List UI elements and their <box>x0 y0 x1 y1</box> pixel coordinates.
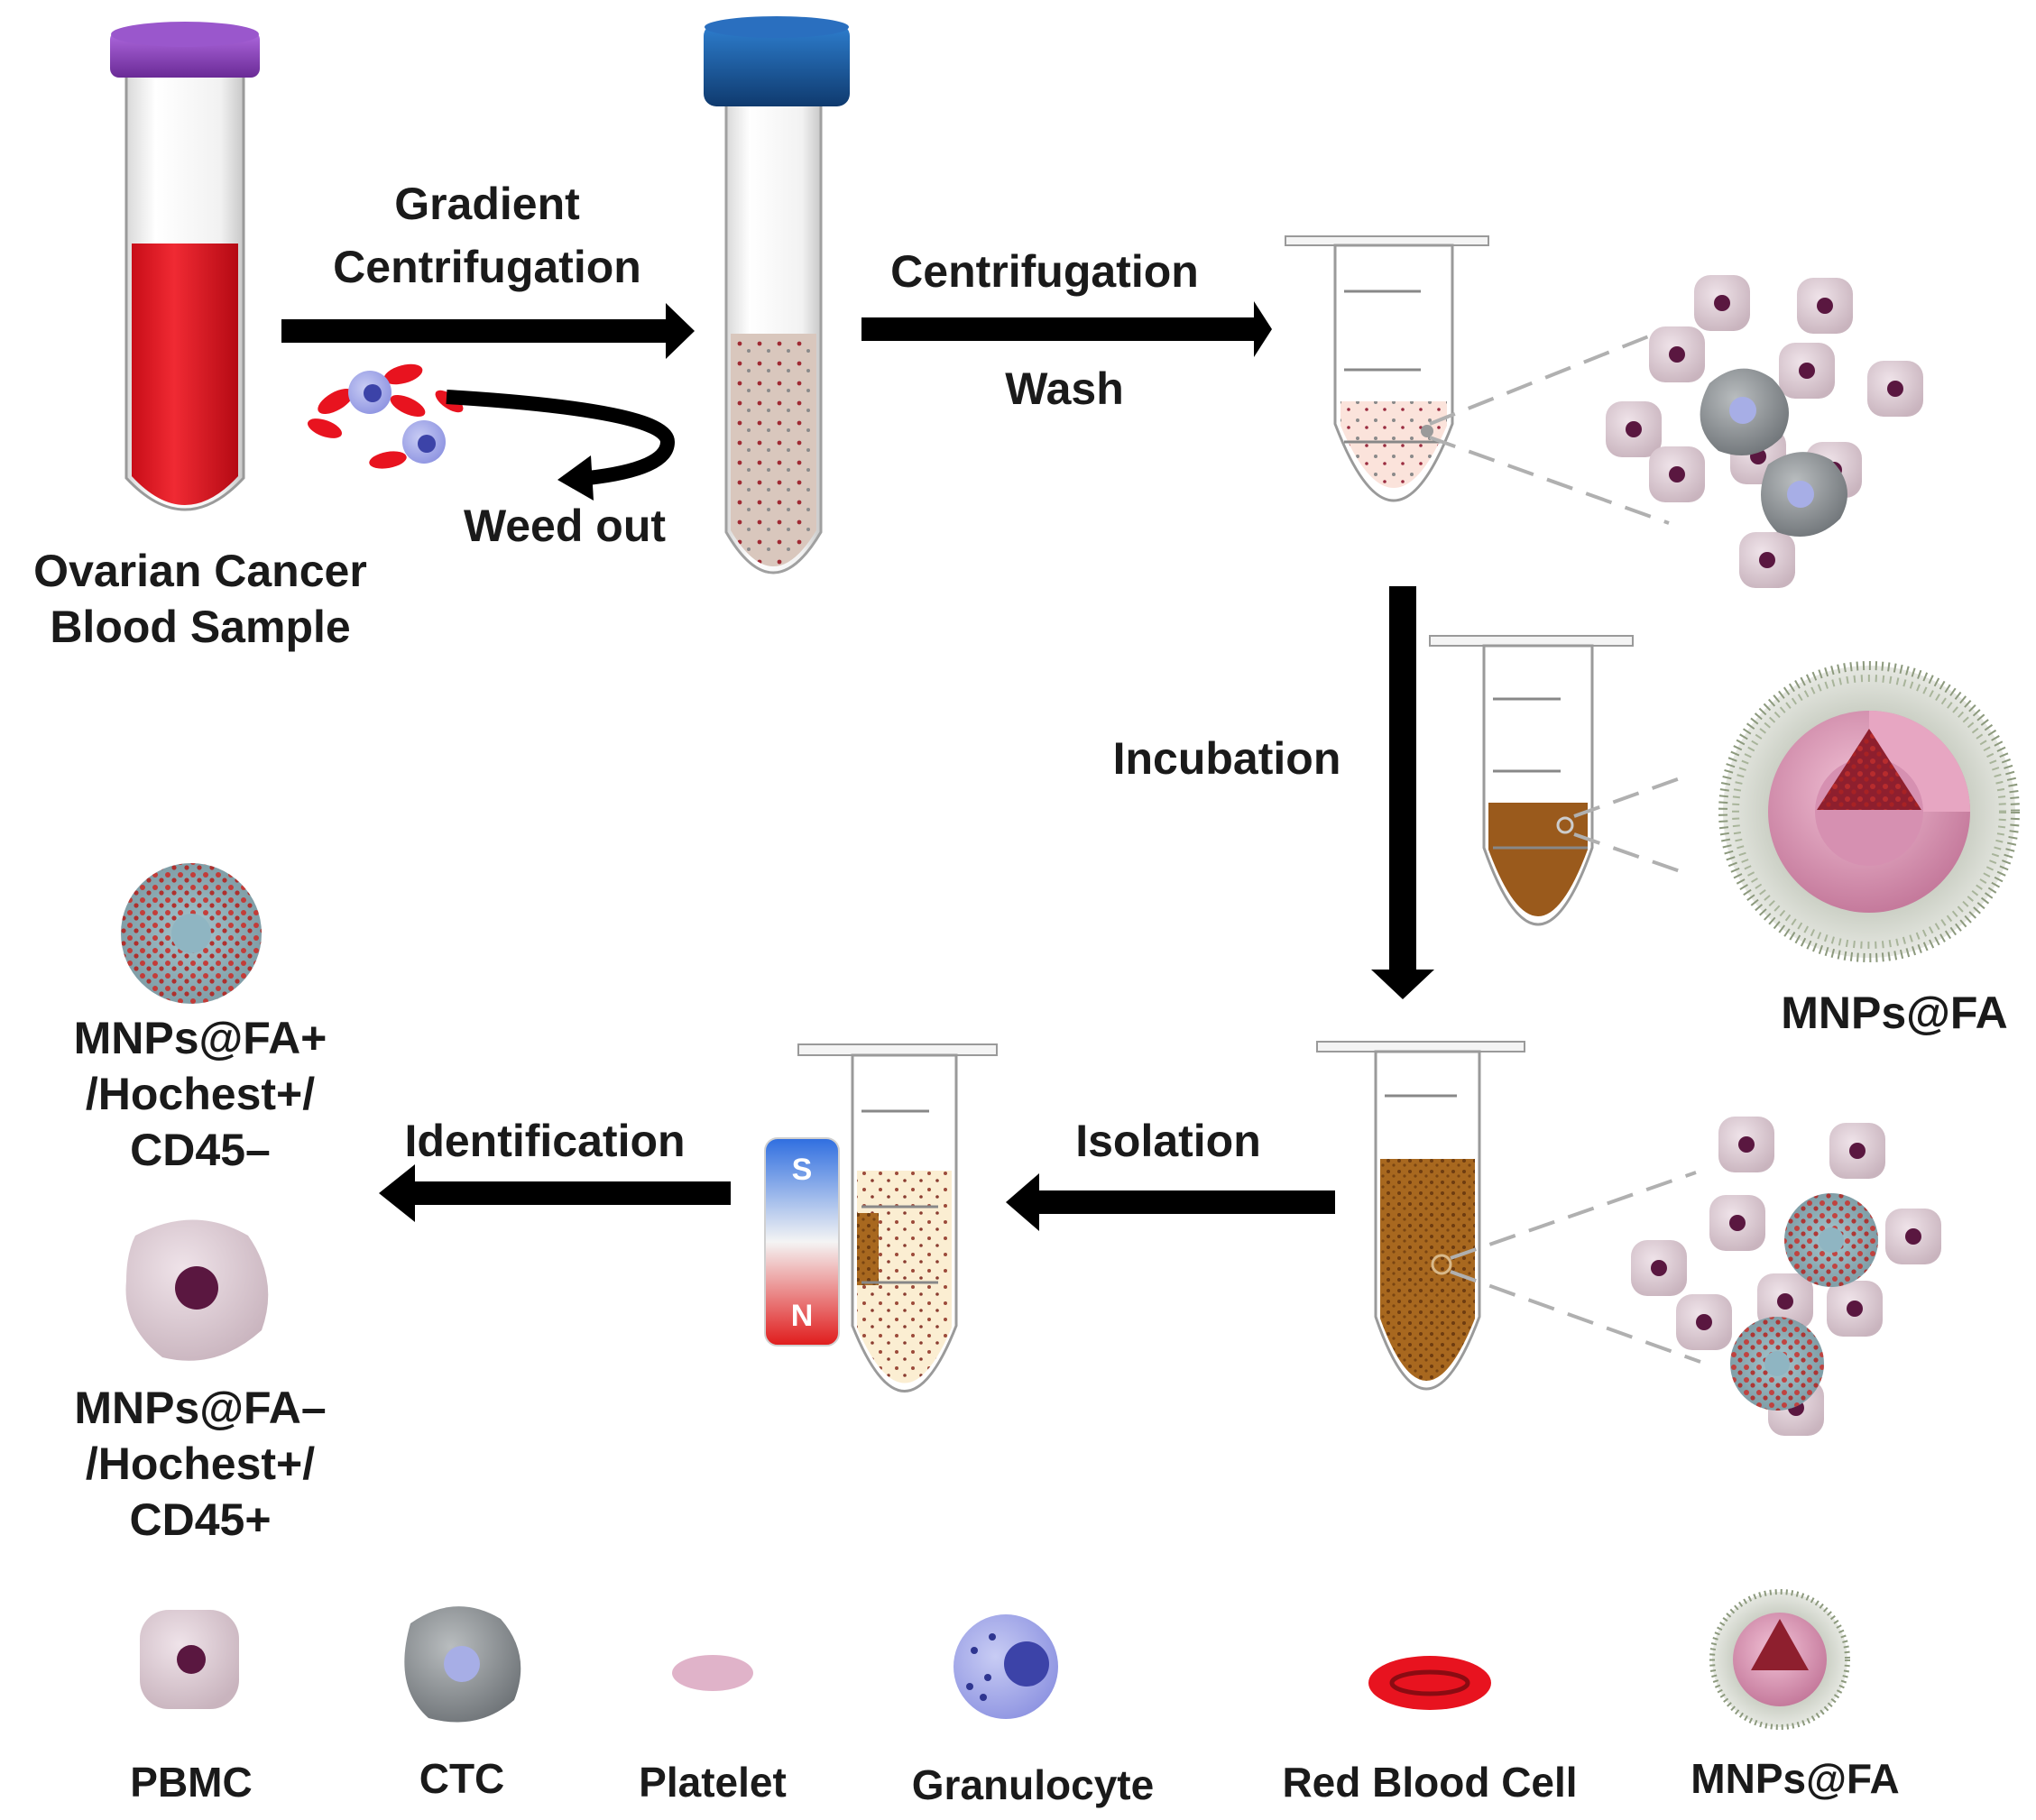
pbmc-cell <box>1606 401 1662 457</box>
incubation-label: Incubation <box>1113 733 1341 784</box>
negative-result-cell <box>125 1219 269 1361</box>
pbmc-cell <box>1797 278 1853 334</box>
pbmc-cell <box>1739 532 1795 588</box>
negative-result-line3: CD45+ <box>129 1494 271 1545</box>
weed-out-arrow <box>446 390 676 501</box>
magnet-north-pole: N <box>791 1299 814 1333</box>
pbmc-cell <box>1649 326 1705 382</box>
mnp-label: MNPs@FA <box>1781 988 2008 1038</box>
captured-ctc-band <box>857 1213 879 1285</box>
blue-cap <box>704 23 850 106</box>
legend-label-mnp: MNPs@FA <box>1691 1755 1899 1802</box>
weed-out-cells <box>307 363 464 469</box>
legend-mnp-icon <box>1709 1589 1850 1730</box>
centrifuged-tube <box>704 16 850 574</box>
arrow-isolation <box>1006 1173 1335 1231</box>
centrifugation-label: Centrifugation <box>890 246 1199 297</box>
pbmc-cell <box>1779 343 1835 399</box>
pbmc-cell <box>1694 275 1750 331</box>
pbmc-cell <box>1867 361 1923 417</box>
magnet: S N <box>764 1137 840 1347</box>
positive-result-line3: CD45– <box>130 1125 271 1175</box>
legend-pbmc-icon <box>140 1610 239 1709</box>
cell-cluster-bound <box>1631 1117 1941 1436</box>
legend-label-platelet: Platelet <box>639 1759 787 1806</box>
negative-result-line1: MNPs@FA– <box>74 1383 326 1433</box>
blood-sample-tube <box>110 22 260 511</box>
ctc-cell <box>1700 368 1789 455</box>
negative-result-line2: /Hochest+/ <box>86 1439 315 1489</box>
sample-label-line1: Ovarian Cancer <box>33 546 367 596</box>
zoom-lines-1 <box>1429 332 1670 525</box>
blood-fill <box>132 244 238 505</box>
legend-platelet-icon <box>672 1655 753 1691</box>
gradient-label-line2: Centrifugation <box>333 242 641 292</box>
isolation-eppendorf-tube <box>797 1043 998 1393</box>
pbmc-cell <box>1631 1240 1687 1296</box>
mnp-bound-ctc <box>1784 1193 1878 1287</box>
isolation-label: Isolation <box>1075 1116 1261 1166</box>
pbmc-cell <box>1829 1123 1885 1179</box>
legend-label-pbmc: PBMC <box>130 1759 252 1806</box>
pbmc-cell <box>1649 446 1705 502</box>
weed-out-label: Weed out <box>464 501 666 551</box>
legend: PBMC CTC Platelet Granulocyte Red Blood … <box>130 1589 1900 1808</box>
arrow-centrifugation <box>861 301 1272 357</box>
legend-granulocyte-icon <box>954 1614 1058 1719</box>
pbmc-cell <box>1827 1281 1883 1337</box>
mnp-bound-ctc <box>1730 1317 1824 1411</box>
identification-label: Identification <box>404 1116 685 1166</box>
legend-label-red-blood-cell: Red Blood Cell <box>1282 1759 1577 1806</box>
legend-red-blood-cell-icon <box>1368 1656 1491 1710</box>
arrow-gradient-centrifugation <box>281 303 695 359</box>
magnet-south-pole: S <box>792 1153 813 1187</box>
wash-label: Wash <box>1005 363 1124 414</box>
incubation-eppendorf-tube <box>1429 635 1634 926</box>
pbmc-cell <box>1718 1117 1774 1172</box>
positive-result-line2: /Hochest+/ <box>86 1069 315 1119</box>
legend-label-ctc: CTC <box>419 1755 505 1802</box>
sample-label-line2: Blood Sample <box>50 602 350 652</box>
zoom-lines-3 <box>1450 1171 1701 1364</box>
pbmc-cell <box>1885 1209 1941 1264</box>
arrow-identification <box>379 1164 731 1222</box>
pbmc-cell <box>1676 1294 1732 1350</box>
cell-cluster-pbmc-ctc <box>1606 275 1923 588</box>
washed-eppendorf-tube <box>1285 235 1489 502</box>
mnp-nanoparticle-large <box>1718 661 2020 962</box>
gradient-label-line1: Gradient <box>394 179 580 229</box>
pbmc-cell <box>1757 1273 1813 1329</box>
bound-eppendorf-tube <box>1316 1041 1525 1391</box>
ctc-cell <box>1761 452 1847 537</box>
positive-result-line1: MNPs@FA+ <box>74 1013 327 1063</box>
positive-result-cell <box>121 863 262 1004</box>
zoom-lines-2 <box>1573 776 1686 875</box>
arrow-incubation <box>1371 586 1434 999</box>
legend-ctc-icon <box>404 1606 521 1723</box>
legend-label-granulocyte: Granulocyte <box>912 1761 1154 1808</box>
pbmc-cell <box>1709 1195 1765 1251</box>
